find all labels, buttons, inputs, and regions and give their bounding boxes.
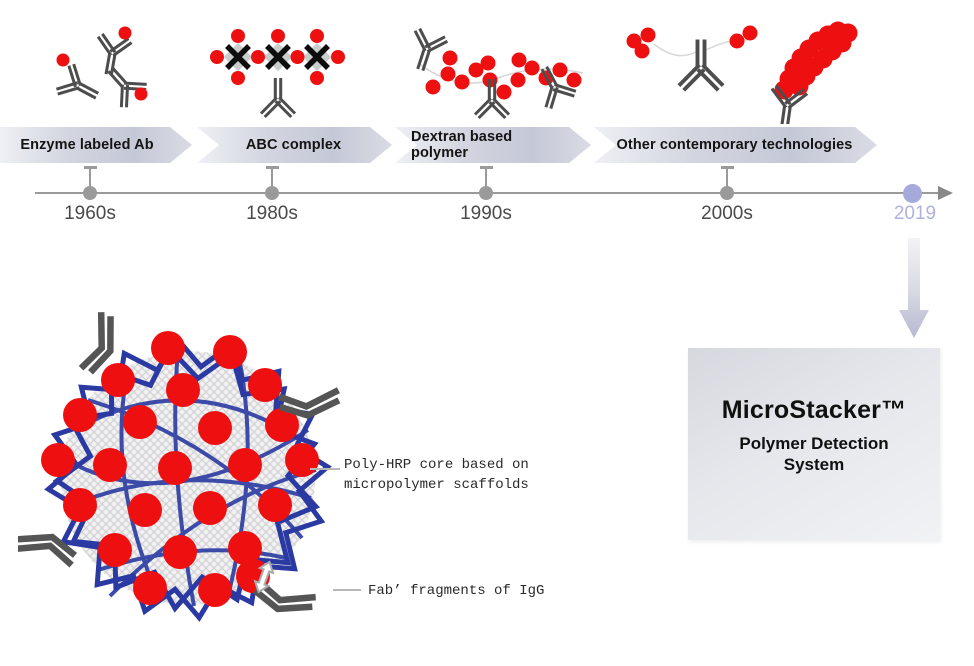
antibody-icon bbox=[676, 37, 726, 93]
timeline-dot bbox=[83, 186, 97, 200]
year-label: 1990s bbox=[460, 203, 512, 224]
dextran-polymer-icon bbox=[402, 25, 584, 120]
era-label: Other contemporary technologies bbox=[616, 137, 853, 153]
timeline-tick-cap bbox=[480, 166, 493, 169]
timeline-dot bbox=[720, 186, 734, 200]
abc-complex-icon bbox=[210, 29, 345, 119]
poly-hrp-core-icon bbox=[18, 308, 348, 622]
fab-fragments-label: Fab’ fragments of IgG bbox=[368, 583, 545, 599]
product-subtitle-line1: Polymer Detection bbox=[739, 434, 889, 453]
timeline-tick bbox=[89, 168, 91, 193]
era-banner-dextran-polymer: Dextran based polymer bbox=[395, 127, 591, 163]
poly-hrp-core-label: Poly-HRP core based on micropolymer scaf… bbox=[344, 455, 529, 495]
linker-strand bbox=[653, 43, 697, 57]
polymer-chain bbox=[774, 21, 858, 100]
enzyme-dot-icon bbox=[56, 53, 70, 67]
timeline-tick-cap bbox=[721, 166, 734, 169]
product-box: MicroStacker™ Polymer Detection System bbox=[688, 348, 940, 540]
linker-strand bbox=[705, 38, 749, 51]
product-name: MicroStacker™ bbox=[721, 396, 907, 424]
core-label-line1: Poly-HRP core based on bbox=[344, 457, 529, 473]
timeline-arrowhead-icon bbox=[938, 186, 953, 200]
timeline-dot-2019 bbox=[903, 184, 922, 203]
timeline-tick-cap bbox=[84, 166, 97, 169]
enzyme-dot-icon bbox=[134, 87, 148, 101]
antibody-icon bbox=[259, 76, 297, 119]
year-label: 1980s bbox=[246, 203, 298, 224]
year-label: 2000s bbox=[701, 203, 753, 224]
timeline-tick bbox=[485, 168, 487, 193]
product-subtitle-line2: System bbox=[783, 455, 845, 475]
antibody-icon bbox=[53, 60, 107, 113]
year-label-2019: 2019 bbox=[893, 203, 937, 224]
enzyme-dots bbox=[210, 29, 345, 85]
antibody-icon bbox=[96, 56, 151, 112]
enzyme-labeled-antibodies-icon bbox=[53, 26, 151, 113]
era-label: Enzyme labeled Ab bbox=[20, 137, 154, 153]
timeline-dot bbox=[479, 186, 493, 200]
leader-line bbox=[333, 589, 361, 591]
timeline-tick bbox=[271, 168, 273, 193]
era-banner-abc-complex: ABC complex bbox=[197, 127, 392, 163]
timeline-tick bbox=[726, 168, 728, 193]
timeline-dot bbox=[265, 186, 279, 200]
leader-line bbox=[310, 468, 340, 470]
enzyme-dot-icon bbox=[118, 26, 132, 40]
timeline-tick-cap bbox=[266, 166, 279, 169]
era-label: ABC complex bbox=[245, 137, 342, 153]
era-banner-enzyme-labeled-ab: Enzyme labeled Ab bbox=[0, 127, 192, 163]
antibody-icon bbox=[90, 31, 134, 80]
era-label: Dextran based polymer bbox=[411, 129, 513, 161]
era-banner-contemporary: Other contemporary technologies bbox=[594, 127, 877, 163]
product-subtitle: Polymer Detection System bbox=[688, 433, 940, 476]
enzyme-cluster bbox=[626, 25, 758, 59]
contemporary-technologies-icon bbox=[626, 21, 858, 124]
resize-arrow-icon bbox=[253, 560, 275, 594]
year-label: 1960s bbox=[64, 203, 116, 224]
core-label-line2: micropolymer scaffolds bbox=[344, 477, 529, 493]
arrow-down-icon bbox=[899, 238, 929, 338]
avidin-biotin-complex-icon bbox=[224, 43, 331, 71]
